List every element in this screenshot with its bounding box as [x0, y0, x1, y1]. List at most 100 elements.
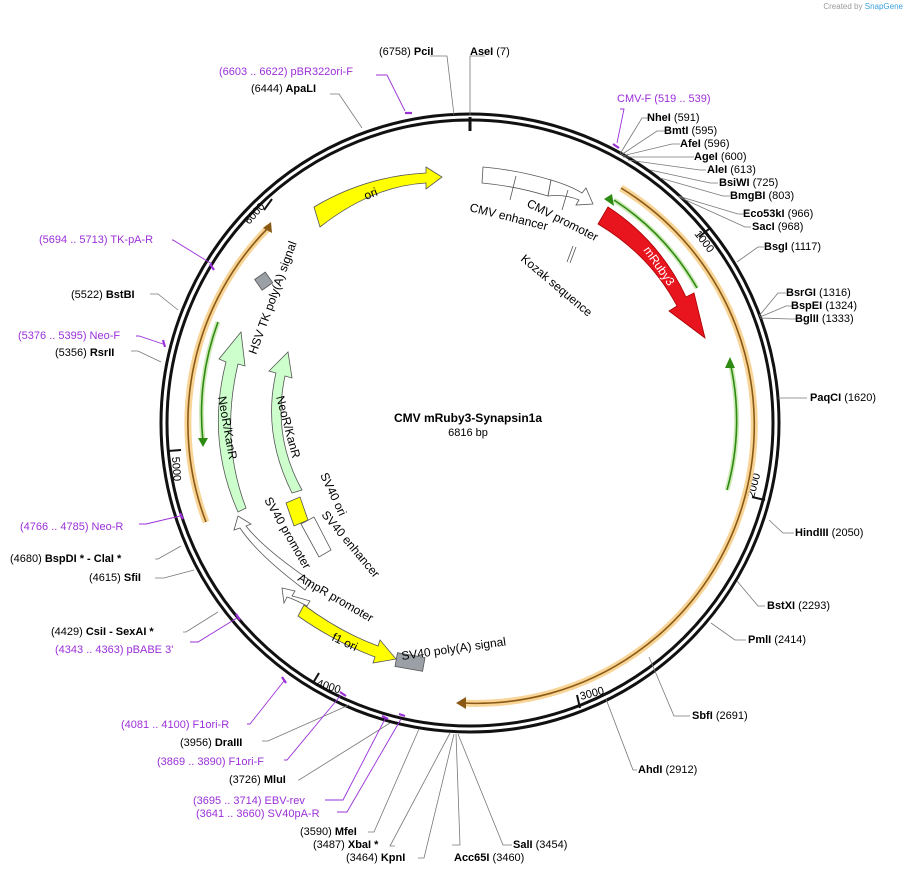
enzyme-name: BsiWI	[719, 177, 750, 189]
cmv-promoter-leader	[561, 189, 569, 211]
neor-kanr-outer-feature	[217, 331, 247, 513]
enzyme-site-label: (3590) MfeI	[300, 826, 357, 838]
enzyme-name: BsgI	[764, 241, 788, 253]
enzyme-name: SacI	[752, 221, 775, 233]
primer-f1ori-r: (4081 .. 4100) F1ori-R	[121, 719, 229, 731]
f1-ori-label: f1 ori	[330, 630, 360, 654]
enzyme-name: PmlI	[748, 634, 771, 646]
enzyme-name: Acc65I	[454, 852, 489, 864]
enzyme-site-label: BsrGI (1316)	[786, 287, 851, 299]
enzyme-position: (595)	[688, 125, 717, 137]
mruby3-feature	[597, 206, 706, 339]
cmv-enhancer-feature	[481, 166, 552, 197]
enzyme-position: (600)	[718, 151, 747, 163]
primer-marks	[161, 111, 620, 720]
tick-label-6000: 6000	[242, 201, 267, 227]
enzyme-name: AgeI	[694, 151, 718, 163]
enzyme-name: BglII	[795, 313, 819, 325]
enzyme-site-label: BsgI (1117)	[764, 241, 821, 253]
ori-label: ori	[362, 185, 380, 203]
neor-kanr-inner-feature	[268, 351, 303, 494]
enzyme-name: MfeI	[332, 826, 357, 838]
enzyme-name: RsrII	[87, 347, 115, 359]
enzyme-position: (3460)	[489, 852, 524, 864]
enzyme-name: AhdI	[638, 764, 662, 776]
enzyme-position: (3454)	[533, 839, 568, 851]
sv40-polya-feature	[394, 652, 426, 672]
enzyme-position: (1117)	[788, 241, 821, 253]
enzyme-position: (803)	[765, 190, 794, 202]
enzyme-site-label: AgeI (600)	[694, 151, 747, 163]
enzyme-site-label: SacI (968)	[752, 221, 803, 233]
enzyme-site-label: BmtI (595)	[664, 125, 717, 137]
enzyme-site-label: (6444) ApaLI	[251, 83, 316, 95]
enzyme-site-label: (4680) BspDI * - ClaI *	[10, 553, 122, 565]
enzyme-site-label: Acc65I (3460)	[454, 852, 524, 864]
enzyme-site-label: BglII (1333)	[795, 313, 854, 325]
ampr-promoter-feature	[281, 587, 311, 607]
enzyme-site-label: (3956) DraIII	[180, 737, 242, 749]
enzyme-position: (1324)	[822, 300, 857, 312]
enzyme-site-label: HindIII (2050)	[795, 527, 863, 539]
enzyme-site-label: BsiWI (725)	[719, 177, 778, 189]
enzyme-position: (4429)	[51, 626, 83, 638]
hsv-tk-polya-label: HSV TK poly(A) signal	[246, 239, 300, 356]
tick-label-5000: 5000	[169, 456, 183, 481]
primer-cmv-f: CMV-F (519 .. 539)	[617, 93, 711, 105]
enzyme-name: SalI	[513, 839, 533, 851]
enzyme-name: NheI	[647, 112, 671, 124]
primer-leaders	[136, 74, 625, 813]
enzyme-position: (6758)	[379, 46, 411, 58]
enzyme-leaders	[131, 55, 807, 859]
enzyme-position: (2050)	[829, 527, 864, 539]
enzyme-position: (1620)	[841, 392, 876, 404]
enzyme-name: KpnI	[378, 852, 406, 864]
primer-tk-pa-r: (5694 .. 5713) TK-pA-R	[39, 234, 153, 246]
tick-3000	[576, 694, 581, 709]
enzyme-name: BsrGI	[786, 287, 816, 299]
tick-2000	[751, 496, 766, 501]
enzyme-name: XbaI *	[345, 839, 379, 851]
enzyme-site-label: AhdI (2912)	[638, 764, 697, 776]
enzyme-site-label: BmgBI (803)	[730, 190, 794, 202]
enzyme-site-label: AfeI (596)	[680, 138, 730, 150]
plasmid-length: 6816 bp	[448, 427, 488, 439]
enzyme-name: BstBI	[103, 289, 135, 301]
enzyme-site-label: (6758) PciI	[379, 46, 433, 58]
ori-feature	[313, 166, 443, 228]
kozak-label: Kozak sequence	[518, 252, 595, 320]
primer-sv40pa-r: (3641 .. 3660) SV40pA-R	[196, 808, 320, 820]
enzyme-position: (591)	[671, 112, 700, 124]
cmv-promoter-feature	[547, 179, 594, 206]
snapgene-logo: SnapGene	[864, 2, 903, 11]
enzyme-site-label: NheI (591)	[647, 112, 700, 124]
enzyme-name: ApaLI	[283, 83, 316, 95]
sv40-polya-label: SV40 poly(A) signal	[400, 634, 506, 663]
enzyme-position: (5356)	[55, 347, 87, 359]
enzyme-name: HindIII	[795, 527, 829, 539]
snapgene-credit: Created by SnapGene	[823, 2, 903, 11]
kozak-marker	[566, 245, 574, 263]
enzyme-position: (2414)	[771, 634, 806, 646]
enzyme-position: (3487)	[313, 839, 345, 851]
enzyme-name: MluI	[261, 774, 286, 786]
enzyme-name: PciI	[411, 46, 434, 58]
enzyme-site-label: (4615) SfiI	[89, 572, 141, 584]
tick-4000	[312, 672, 320, 684]
enzyme-name: BstXI	[767, 600, 795, 612]
enzyme-position: (968)	[775, 221, 804, 233]
enzyme-position: (4615)	[89, 572, 121, 584]
sv40-enhancer-feature	[300, 516, 332, 558]
enzyme-name: PaqCI	[810, 392, 841, 404]
tick-1000	[698, 228, 710, 238]
enzyme-position: (596)	[701, 138, 730, 150]
cmv-enhancer-leader	[509, 175, 517, 201]
enzyme-position: (2912)	[662, 764, 697, 776]
f1-ori-feature	[297, 604, 397, 664]
enzyme-position: (7)	[493, 46, 510, 58]
enzyme-site-label: SalI (3454)	[513, 839, 567, 851]
enzyme-position: (2293)	[795, 600, 830, 612]
enzyme-name: SbfI	[692, 710, 713, 722]
enzyme-position: (1333)	[819, 313, 854, 325]
